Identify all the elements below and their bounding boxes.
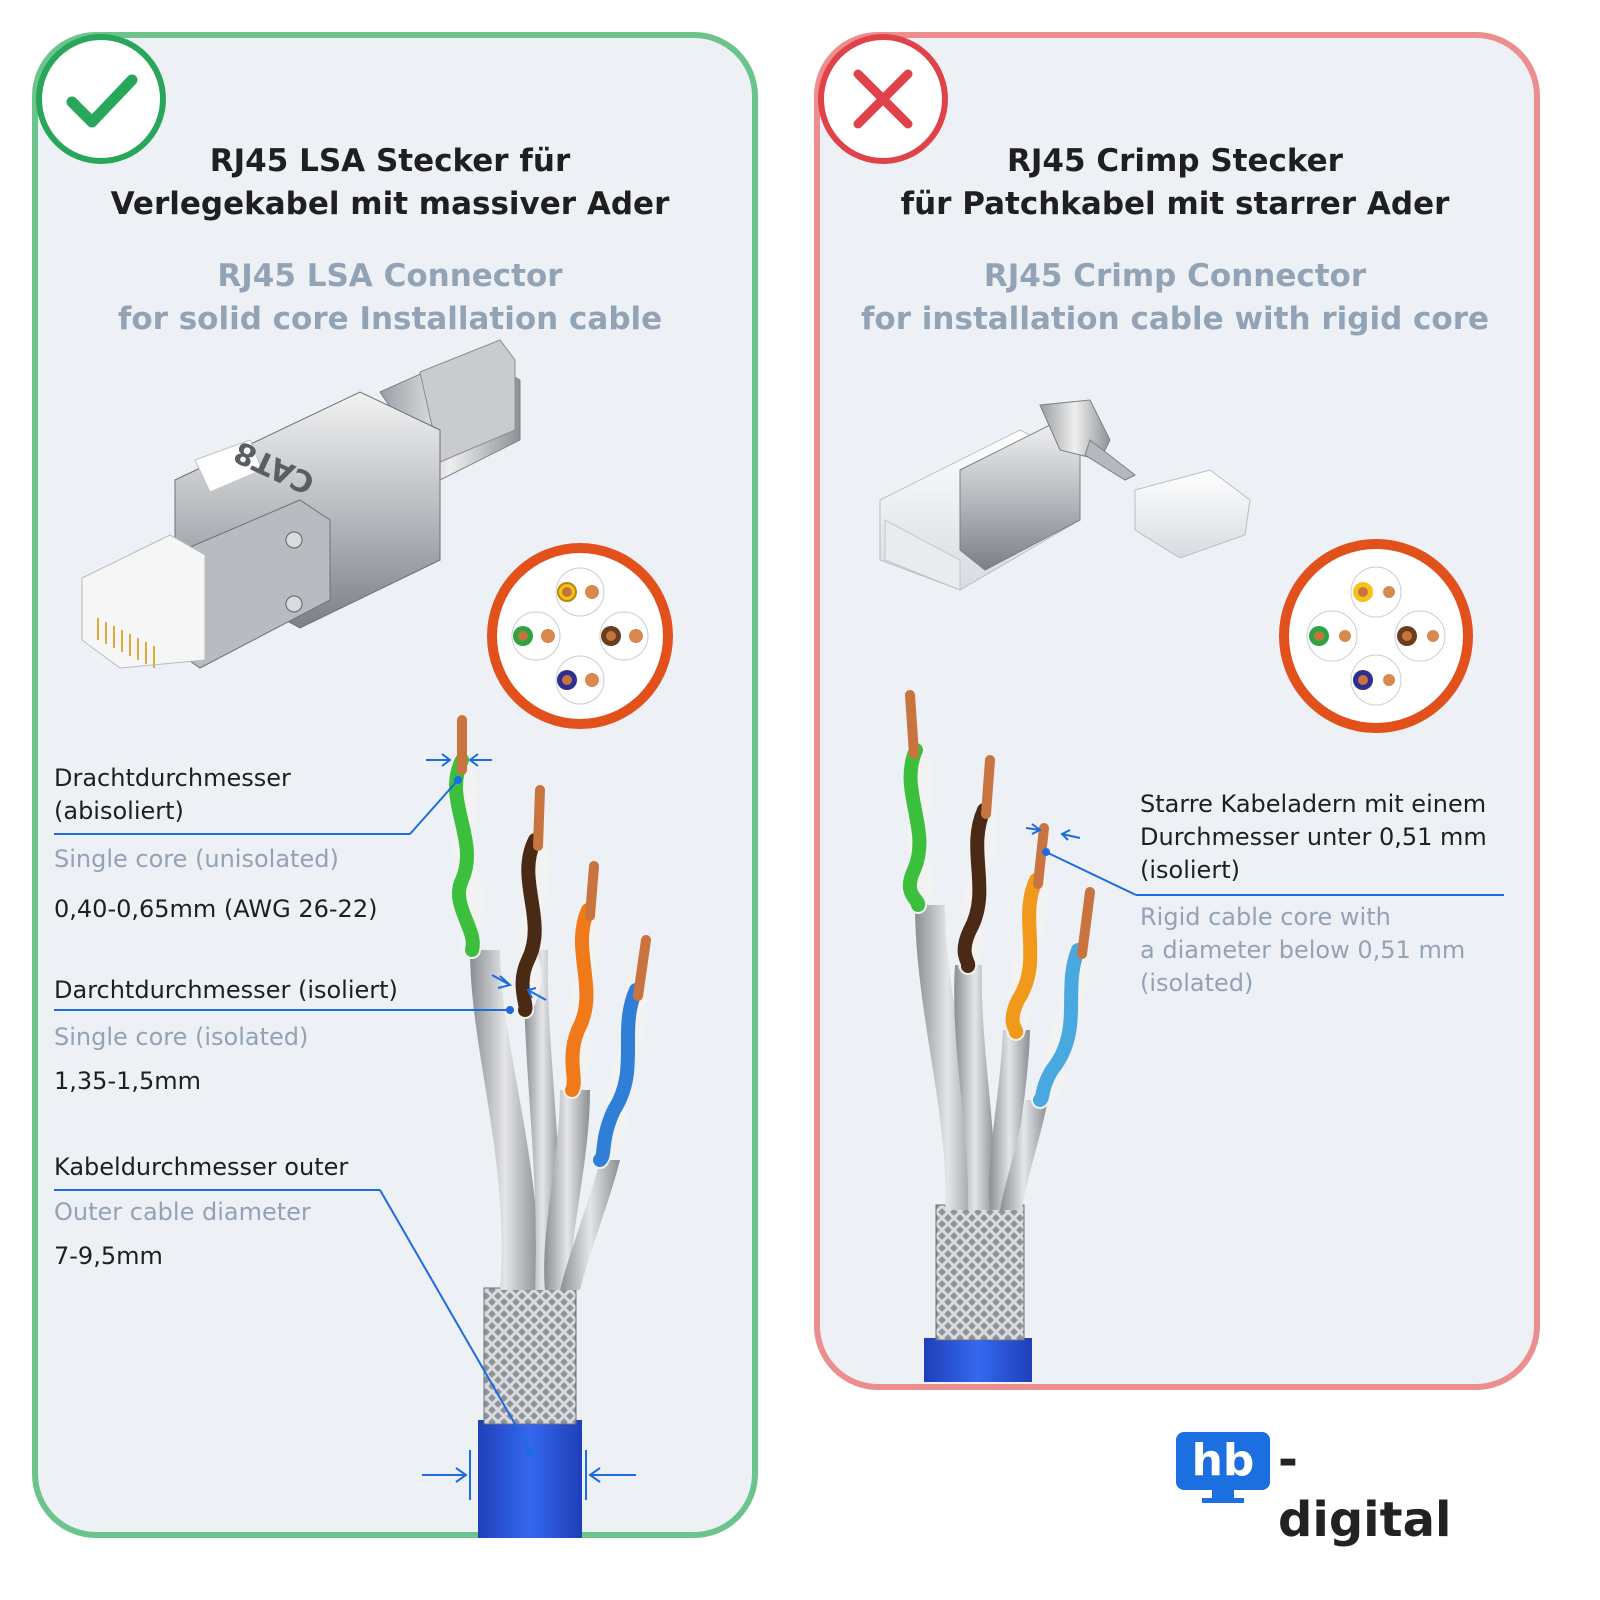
spec-3-value: 7-9,5mm: [54, 1242, 163, 1270]
right-spec-label-en-line2: a diameter below 0,51 mm: [1140, 936, 1466, 964]
right-spec-label-de-line1: Starre Kabeladern mit einem: [1140, 790, 1487, 818]
cross-icon: [853, 69, 913, 129]
right-title-de: RJ45 Crimp Stecker für Patchkabel mit st…: [850, 140, 1500, 226]
right-spec-label-de-line2: Durchmesser unter 0,51 mm: [1140, 823, 1487, 851]
spec-2-value: 1,35-1,5mm: [54, 1067, 202, 1095]
left-title-de-line2: Verlegekabel mit massiver Ader: [110, 186, 670, 222]
spec-2-label-en: Single core (isolated): [54, 1023, 309, 1051]
right-cross-section: [1279, 539, 1473, 733]
logo-wordmark: -digital: [1278, 1432, 1452, 1548]
crimp-connector-image: [879, 399, 1251, 591]
right-cable-image: [902, 690, 1095, 1382]
incorrect-badge: [818, 34, 948, 164]
lsa-connector-image: CAT8: [81, 339, 521, 669]
right-spec-label-en-line1: Rigid cable core with: [1140, 903, 1391, 931]
checkmark-icon: [66, 74, 138, 128]
right-spec-label-de: Starre Kabeladern mit einem Durchmesser …: [1140, 788, 1487, 887]
right-spec-label-de-line3: (isoliert): [1140, 856, 1240, 884]
logo-base: [1202, 1498, 1244, 1503]
logo-stand: [1212, 1490, 1234, 1498]
spec-3-label-en: Outer cable diameter: [54, 1198, 311, 1226]
logo-mark: hb: [1176, 1432, 1270, 1490]
right-title-en: RJ45 Crimp Connector for installation ca…: [850, 255, 1500, 341]
correct-badge: [36, 34, 166, 164]
connector-gold-pins: [97, 618, 155, 668]
spec-1-label-de: Drachtdurchmesser (abisoliert): [54, 762, 291, 828]
correct-panel: [32, 32, 758, 1538]
right-spec-label-en-line3: (isolated): [1140, 969, 1254, 997]
spec-1-label-de-line2: (abisoliert): [54, 797, 184, 825]
right-annotations: [1025, 823, 1504, 896]
brand-logo: hb -digital: [1176, 1432, 1466, 1548]
right-title-de-line1: RJ45 Crimp Stecker: [1007, 143, 1343, 179]
spec-1-value: 0,40-0,65mm (AWG 26-22): [54, 895, 378, 923]
left-title-en-line1: RJ45 LSA Connector: [217, 258, 563, 294]
left-annotations: [54, 753, 636, 1500]
left-title-de: RJ45 LSA Stecker für Verlegekabel mit ma…: [60, 140, 720, 226]
left-title-en-line2: for solid core Installation cable: [117, 301, 663, 337]
spec-1-label-en: Single core (unisolated): [54, 845, 339, 873]
right-title-en-line2: for installation cable with rigid core: [860, 301, 1490, 337]
left-cross-section: [487, 543, 673, 729]
spec-1-label-de-line1: Drachtdurchmesser: [54, 764, 291, 792]
left-cable-image: [449, 715, 651, 1538]
spec-2-label-de: Darchtdurchmesser (isoliert): [54, 976, 398, 1004]
spec-3-label-de: Kabeldurchmesser outer: [54, 1153, 349, 1181]
right-spec-label-en: Rigid cable core with a diameter below 0…: [1140, 901, 1465, 1000]
right-title-en-line1: RJ45 Crimp Connector: [983, 258, 1367, 294]
left-title-en: RJ45 LSA Connector for solid core Instal…: [60, 255, 720, 341]
right-title-de-line2: für Patchkabel mit starrer Ader: [900, 186, 1450, 222]
left-title-de-line1: RJ45 LSA Stecker für: [209, 143, 571, 179]
